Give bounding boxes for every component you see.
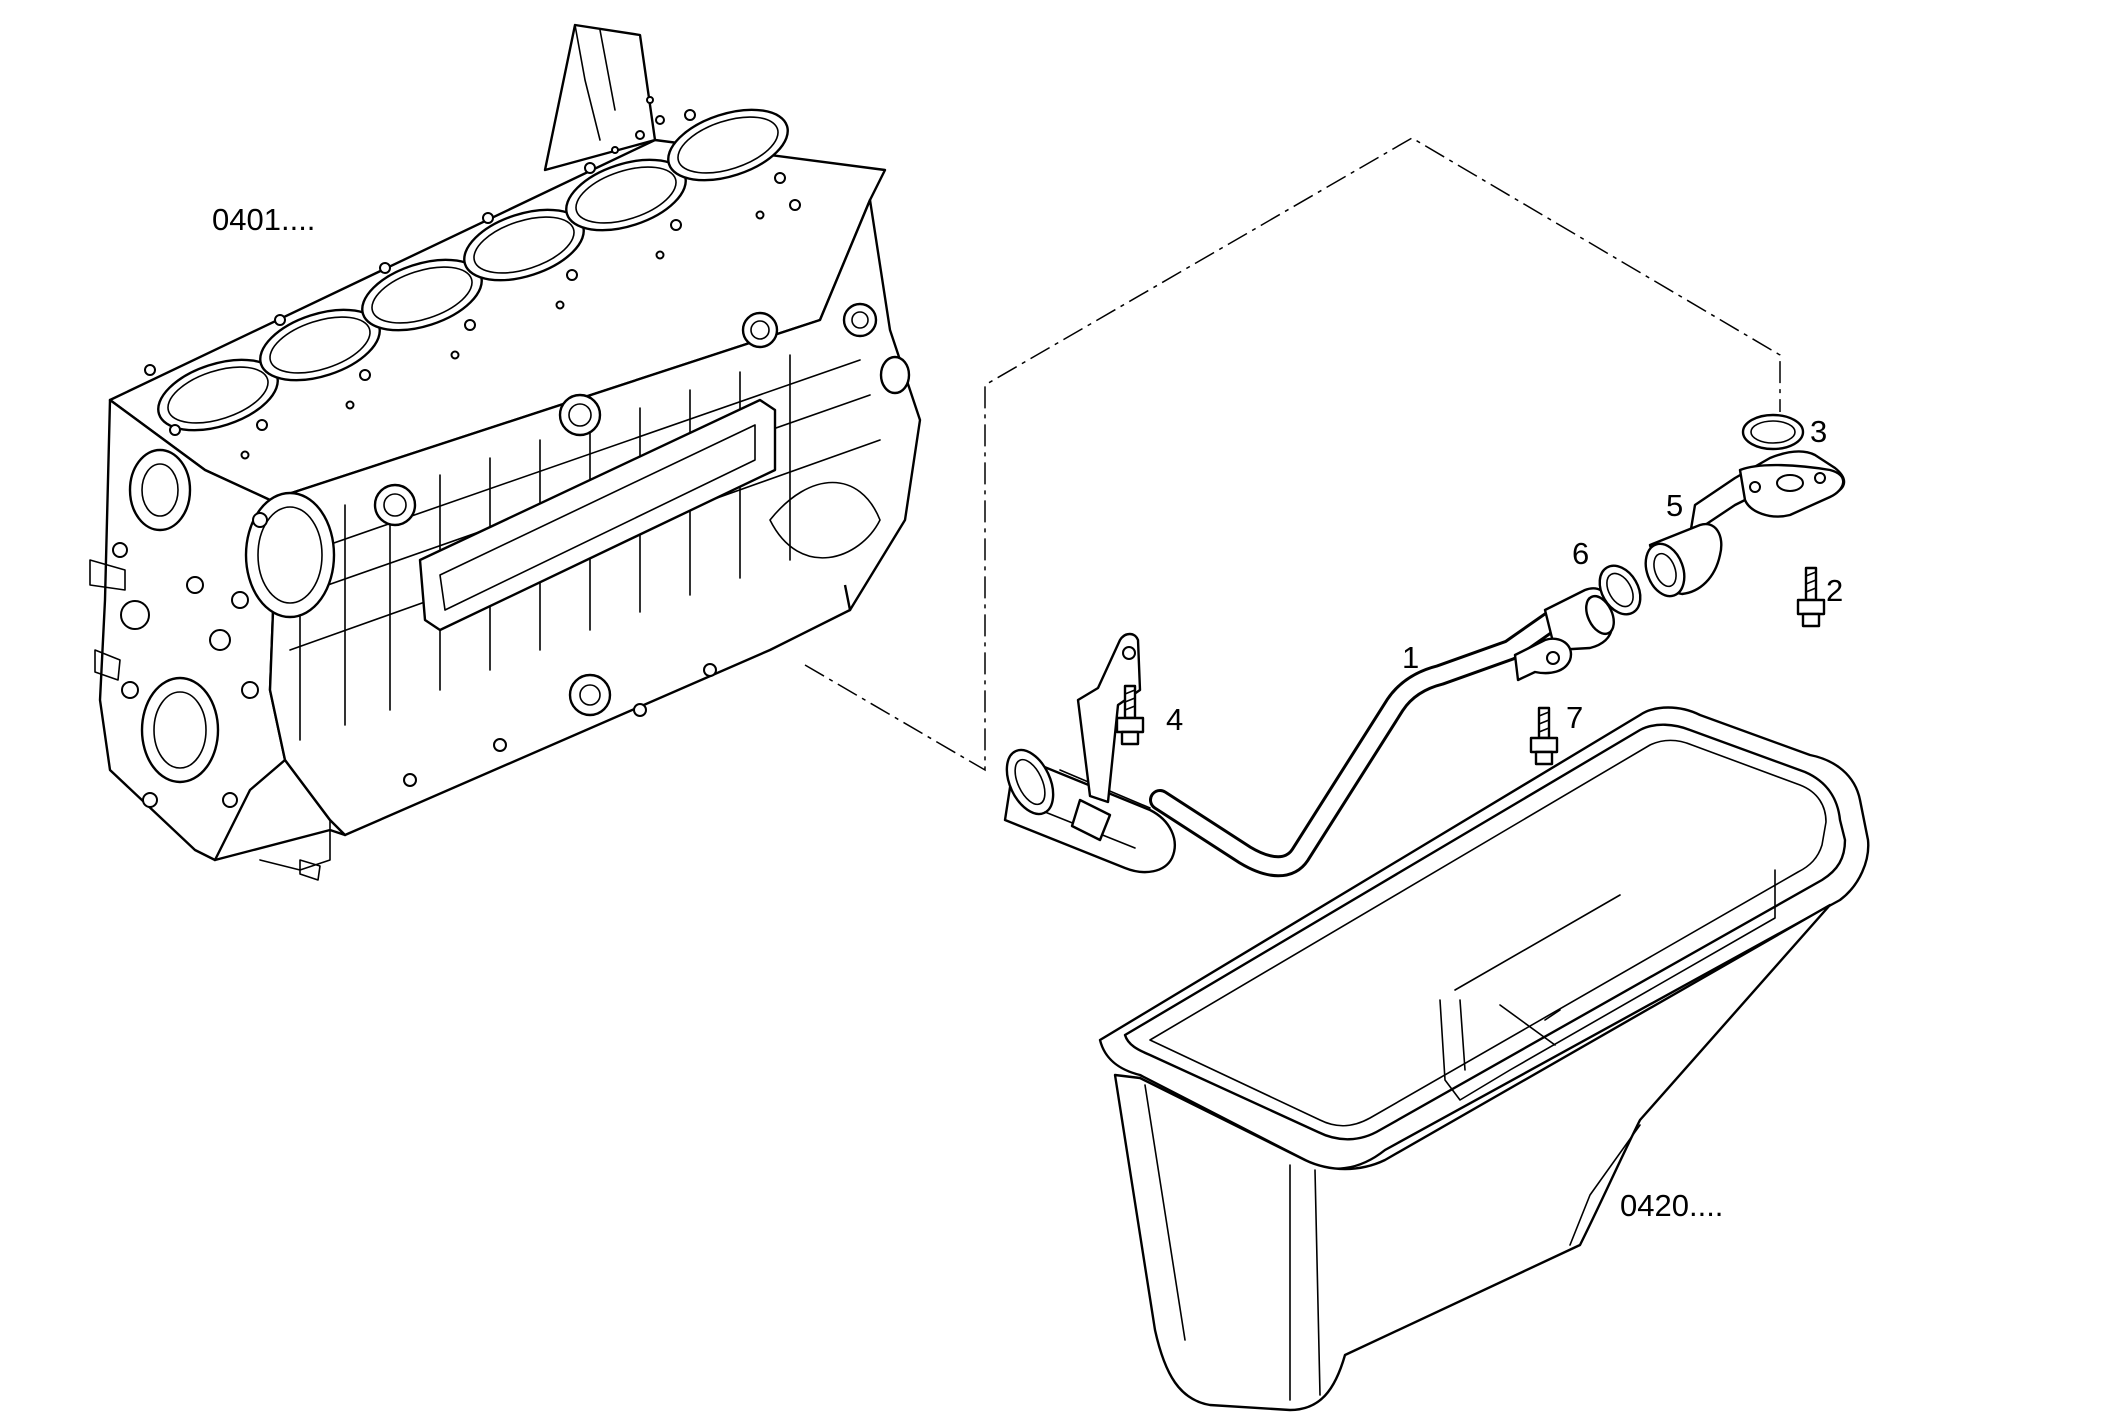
callout-3: 3 bbox=[1810, 414, 1827, 449]
callout-4: 4 bbox=[1166, 702, 1183, 737]
part-3-gasket-ring bbox=[1741, 413, 1805, 451]
callout-2: 2 bbox=[1826, 573, 1843, 608]
assembly-lines bbox=[804, 137, 1781, 772]
part-4-screw bbox=[1115, 684, 1145, 746]
callout-5: 5 bbox=[1666, 488, 1683, 523]
callout-6: 6 bbox=[1572, 536, 1589, 571]
callout-1: 1 bbox=[1402, 640, 1419, 675]
part-2-screw bbox=[1796, 566, 1826, 628]
part-7-screw bbox=[1529, 706, 1559, 766]
part-6-o-ring bbox=[1598, 564, 1642, 616]
oil-pan-drawing bbox=[1098, 706, 1870, 1412]
ref-oil-pan: 0420.... bbox=[1620, 1188, 1723, 1223]
oil-suction-pipe bbox=[1003, 587, 1615, 878]
part-5-flange-elbow bbox=[1644, 450, 1846, 598]
engine-block-drawing bbox=[89, 23, 922, 881]
ref-engine-block: 0401.... bbox=[212, 202, 315, 237]
callout-7: 7 bbox=[1566, 700, 1583, 735]
